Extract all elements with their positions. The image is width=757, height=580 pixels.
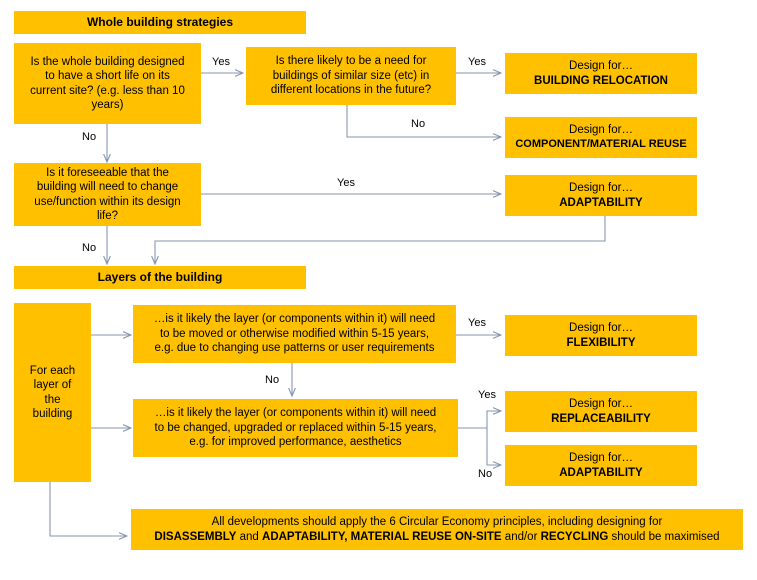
edge-label-q4-no: No xyxy=(265,374,280,386)
loop-box-line-2: layer of xyxy=(33,379,72,392)
outcome-box-replaceability[interactable]: Design for… REPLACEABILITY xyxy=(505,391,697,432)
question-box-q2[interactable]: Is there likely to be a need for buildin… xyxy=(246,47,456,105)
outcome-box-adaptability-1[interactable]: Design for… ADAPTABILITY xyxy=(505,175,697,216)
q1-line-2: to have a short life on its xyxy=(45,70,170,83)
outcome-adaptability-1-prefix: Design for… xyxy=(569,182,633,195)
outcome-replaceability-prefix: Design for… xyxy=(569,398,633,411)
section-header-whole-building-label: Whole building strategies xyxy=(86,15,233,29)
question-box-q4[interactable]: …is it likely the layer (or components w… xyxy=(133,305,456,363)
edge-label-q5-yes: Yes xyxy=(478,389,496,401)
footer-note-tail: should be maximised xyxy=(608,530,720,543)
edge-label-q4-yes: Yes xyxy=(468,317,486,329)
edge-label-q2-yes: Yes xyxy=(468,56,486,68)
outcome-flexibility-name: FLEXIBILITY xyxy=(566,336,636,349)
question-box-q5[interactable]: …is it likely the layer (or components w… xyxy=(133,399,458,457)
footer-note-recycling: RECYCLING xyxy=(540,530,609,543)
section-header-layers: Layers of the building xyxy=(14,266,306,289)
edge-q5-yes xyxy=(486,411,501,428)
edge-label-q3-yes: Yes xyxy=(337,177,355,189)
q2-line-3: different locations in the future? xyxy=(270,84,432,97)
q3-line-1: Is it foreseeable that the xyxy=(46,166,169,179)
edge-adaptability-feedback xyxy=(155,216,606,264)
question-box-q1[interactable]: Is the whole building designed to have a… xyxy=(14,43,201,124)
edge-label-q3-no: No xyxy=(82,242,97,254)
outcome-relocation-name: BUILDING RELOCATION xyxy=(534,74,668,87)
outcome-adaptability-2-name: ADAPTABILITY xyxy=(559,466,643,479)
q1-line-4: years) xyxy=(91,98,124,111)
edge-label-q1-yes: Yes xyxy=(212,56,230,68)
q3-line-2: building will need to change xyxy=(36,181,179,194)
edge-label-q1-no: No xyxy=(82,131,97,143)
outcome-component-reuse-prefix: Design for… xyxy=(569,124,633,137)
q3-line-4: life? xyxy=(96,209,119,222)
loop-box-line-4: building xyxy=(32,407,73,420)
footer-note-andor: and/or xyxy=(501,530,541,543)
edge-label-q5-no: No xyxy=(478,468,493,480)
edge-label-q2-no: No xyxy=(411,118,426,130)
q5-line-1: …is it likely the layer (or components w… xyxy=(154,407,437,420)
footer-note-and: and xyxy=(236,530,263,543)
q1-line-1: Is the whole building designed xyxy=(30,55,185,68)
outcome-relocation-prefix: Design for… xyxy=(569,60,633,73)
question-box-q3[interactable]: Is it foreseeable that the building will… xyxy=(14,163,201,226)
outcome-adaptability-1-name: ADAPTABILITY xyxy=(559,196,643,209)
q3-line-3: use/function within its design xyxy=(34,195,181,208)
loop-box-line-3: the xyxy=(44,393,61,406)
footer-note-disassembly: DISASSEMBLY xyxy=(154,530,237,543)
q4-line-3: e.g. due to changing use patterns or use… xyxy=(154,342,435,355)
outcome-box-flexibility[interactable]: Design for… FLEXIBILITY xyxy=(505,315,697,356)
q4-line-2: to be moved or otherwise modified within… xyxy=(159,327,430,340)
loop-box-line-1: For each xyxy=(29,364,76,377)
footer-note-line-2: DISASSEMBLY and ADAPTABILITY, MATERIAL R… xyxy=(136,530,738,544)
q2-line-1: Is there likely to be a need for xyxy=(275,55,427,68)
q1-line-3: current site? (e.g. less than 10 xyxy=(30,84,185,97)
edge-q5-no xyxy=(486,428,501,465)
edge-q2-no xyxy=(346,105,501,137)
outcome-replaceability-name: REPLACEABILITY xyxy=(551,412,651,425)
outcome-flexibility-prefix: Design for… xyxy=(569,322,633,335)
q5-line-3: e.g. for improved performance, aesthetic… xyxy=(189,436,402,449)
section-header-layers-label: Layers of the building xyxy=(97,270,223,284)
outcome-box-adaptability-2[interactable]: Design for… ADAPTABILITY xyxy=(505,445,697,486)
loop-box-for-each-layer[interactable]: For each layer of the building xyxy=(14,303,91,482)
edge-loop-note xyxy=(49,482,127,536)
outcome-box-relocation[interactable]: Design for… BUILDING RELOCATION xyxy=(505,53,697,94)
section-header-whole-building: Whole building strategies xyxy=(14,11,306,34)
outcome-box-component-reuse[interactable]: Design for… COMPONENT/MATERIAL REUSE xyxy=(505,117,697,158)
q4-line-1: …is it likely the layer (or components w… xyxy=(153,313,436,326)
footer-note-box[interactable]: All developments should apply the 6 Circ… xyxy=(131,509,743,550)
footer-note-line-1: All developments should apply the 6 Circ… xyxy=(211,516,663,529)
q5-line-2: to be changed, upgraded or replaced with… xyxy=(154,421,437,434)
outcome-adaptability-2-prefix: Design for… xyxy=(569,452,633,465)
footer-note-adaptability-reuse: ADAPTABILITY, MATERIAL REUSE ON-SITE xyxy=(262,530,502,543)
q2-line-2: buildings of similar size (etc) in xyxy=(272,69,430,82)
outcome-component-reuse-name: COMPONENT/MATERIAL REUSE xyxy=(515,137,687,150)
